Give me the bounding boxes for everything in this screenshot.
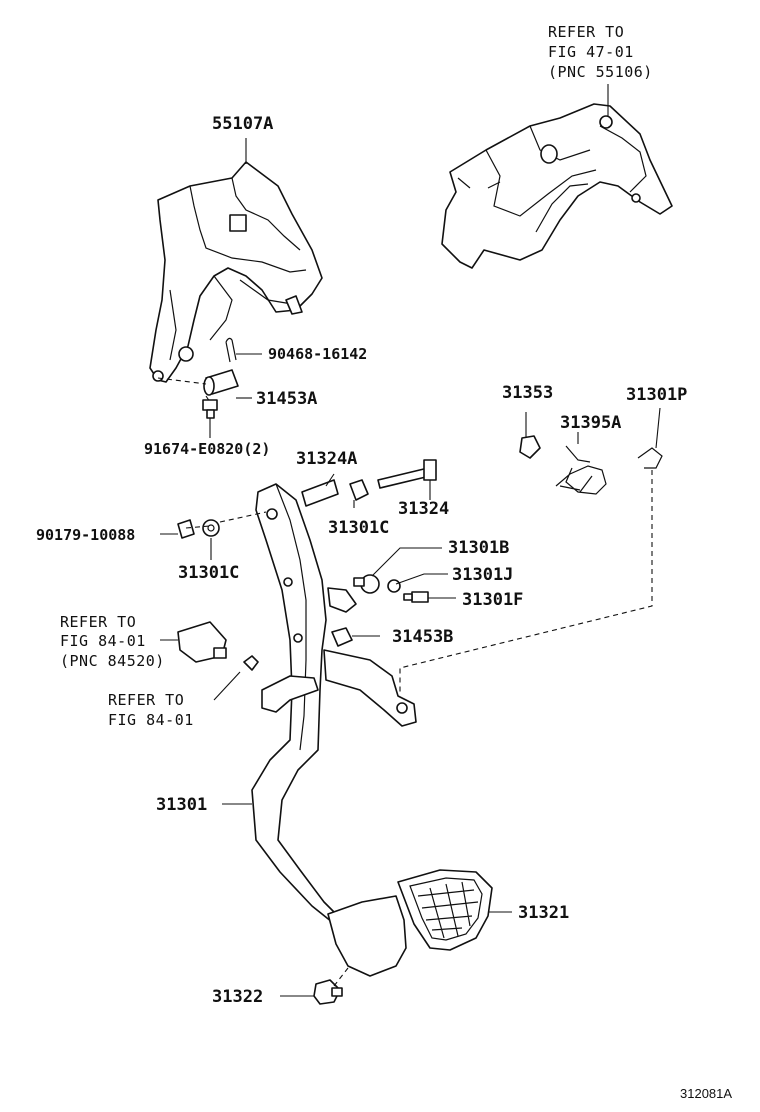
label-31301b: 31301B: [448, 538, 509, 558]
label-31301c-lower: 31301C: [178, 563, 239, 583]
label-31301: 31301: [156, 795, 207, 815]
ref-switch-line1: REFER TO: [60, 613, 136, 631]
figure-code: 312081A: [680, 1086, 732, 1101]
label-31353: 31353: [502, 383, 553, 403]
label-90468-16142: 90468-16142: [268, 345, 367, 363]
label-31453a: 31453A: [256, 389, 317, 409]
ref-nut-line1: REFER TO: [108, 691, 184, 709]
label-31301f: 31301F: [462, 590, 523, 610]
small-parts-drawing: [177, 459, 437, 647]
ref-nut-line2: FIG 84-01: [108, 711, 194, 729]
label-55107a: 55107A: [212, 114, 273, 134]
label-31301c-upper: 31301C: [328, 518, 389, 538]
ref-switch-line2: FIG 84-01: [60, 632, 146, 650]
ref-top-line1: REFER TO: [548, 23, 624, 41]
ref-switch-line3: (PNC 84520): [60, 652, 165, 670]
label-91674-e0820: 91674-E0820(2): [144, 440, 270, 458]
spring-group-drawing: [519, 435, 663, 495]
label-31324: 31324: [398, 499, 449, 519]
label-31453b: 31453B: [392, 627, 453, 647]
ref-top-line3: (PNC 55106): [548, 63, 653, 81]
leader-lines: [160, 84, 661, 997]
stopper-31322-drawing: [313, 979, 343, 1005]
label-31322: 31322: [212, 987, 263, 1007]
pedal-arm-drawing: [251, 483, 417, 977]
bolt-91674-drawing: [202, 399, 218, 419]
label-31301p: 31301P: [626, 385, 687, 405]
label-31301j: 31301J: [452, 565, 513, 585]
clip-90468-drawing: [225, 337, 237, 363]
ref-top-line2: FIG 47-01: [548, 43, 634, 61]
label-31395a: 31395A: [560, 413, 621, 433]
label-31324a: 31324A: [296, 449, 357, 469]
bracket-55107a-drawing: [149, 161, 323, 383]
bracket-55106-drawing: [441, 103, 673, 269]
label-90179-10088: 90179-10088: [36, 526, 135, 544]
pin-31453a-drawing: [203, 369, 239, 396]
switch-84520-drawing: [177, 621, 259, 671]
pad-cover-drawing: [397, 869, 493, 951]
label-31321: 31321: [518, 903, 569, 923]
